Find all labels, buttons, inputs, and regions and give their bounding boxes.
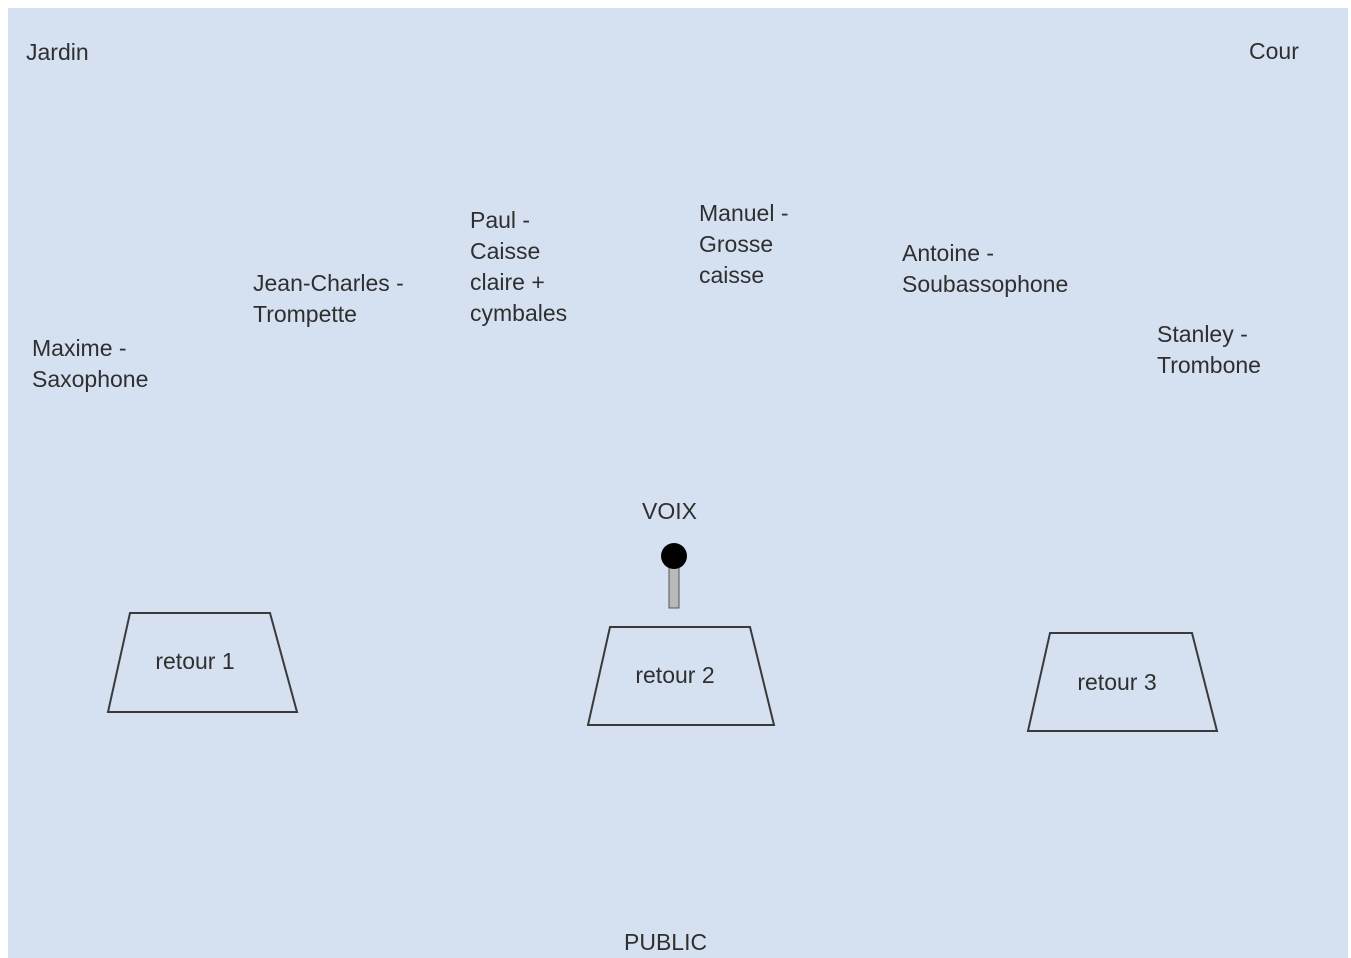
musician-jean-charles: Jean-Charles - Trompette (253, 268, 404, 330)
musician-line: Soubassophone (902, 271, 1069, 297)
musician-line: Stanley - (1157, 321, 1248, 347)
monitor-wedge-3 (1026, 632, 1219, 732)
stage-right-label: Cour (1249, 38, 1299, 64)
musician-line: cymbales (470, 300, 568, 326)
monitor-label-2: retour 2 (635, 662, 715, 688)
audience-label: PUBLIC (624, 929, 708, 955)
microphone-icon (661, 543, 687, 569)
musician-maxime: Maxime - Saxophone (32, 333, 148, 395)
musician-manuel: Manuel - Grosse caisse (699, 198, 788, 291)
mic-stand (668, 565, 680, 609)
musician-paul: Paul - Caisse claire + cymbales (470, 205, 567, 329)
stage-left-label: Jardin (26, 39, 89, 65)
musician-antoine: Antoine - Soubassophone (902, 238, 1068, 300)
musician-line: Jean-Charles - (253, 270, 404, 296)
musician-line: Maxime - (32, 335, 127, 361)
monitor-wedge-1 (106, 612, 299, 713)
musician-line: Saxophone (32, 366, 149, 392)
monitor-label-3: retour 3 (1077, 669, 1157, 695)
monitor-label-1: retour 1 (155, 648, 235, 674)
musician-line: claire + (470, 269, 545, 295)
musician-line: Manuel - (699, 200, 789, 226)
musician-line: Trompette (253, 301, 357, 327)
musician-line: Grosse (699, 231, 774, 257)
stage-plan (8, 8, 1348, 958)
voice-label: VOIX (642, 498, 697, 524)
musician-line: Caisse (470, 238, 541, 264)
musician-line: caisse (699, 262, 765, 288)
monitor-wedge-2 (586, 626, 776, 726)
musician-line: Antoine - (902, 240, 995, 266)
musician-line: Paul - (470, 207, 531, 233)
musician-stanley: Stanley - Trombone (1157, 319, 1261, 381)
musician-line: Trombone (1157, 352, 1261, 378)
